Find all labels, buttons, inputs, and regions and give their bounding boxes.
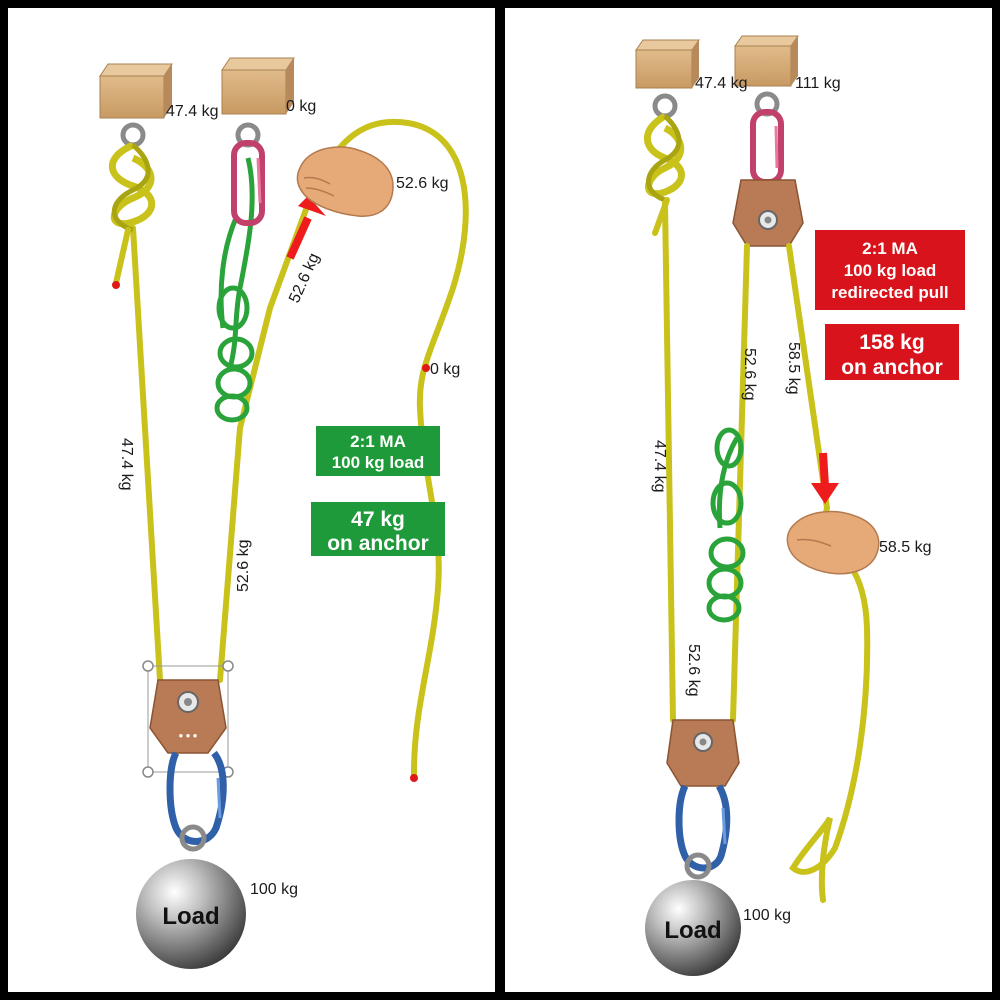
anchor-ring-left — [652, 93, 678, 119]
info-box-ma-line3: redirected pull — [831, 283, 948, 302]
middle-strand-lower-label: 52.6 kg — [685, 644, 702, 696]
info-box-anchor-line2: on anchor — [327, 532, 429, 555]
load-text: Load — [162, 903, 219, 930]
pink-carabiner — [231, 140, 265, 226]
pull-force-label: 58.5 kg — [879, 539, 931, 556]
right-panel-redirected-2-to-1: Load 47.4 kg 111 kg 47.4 kg 52.6 kg 52.6… — [505, 8, 992, 992]
pull-arrow — [286, 196, 326, 260]
info-box-anchor: 158 kg on anchor — [825, 324, 959, 380]
arrow-force-label: 52.6 kg — [286, 251, 323, 306]
rope-haul-tail — [305, 118, 469, 781]
anchor-right-load-label: 111 kg — [795, 75, 841, 92]
hand-pulling — [786, 510, 880, 575]
load-text: Load — [664, 917, 721, 944]
anchor-right-load-label: 0 kg — [286, 98, 316, 115]
pink-carabiner — [750, 109, 784, 185]
left-panel-basic-2-to-1: ● ● ● Load 47.4 kg 0 kg 52.6 kg 52.6 kg — [8, 8, 495, 992]
rope-end-marker — [410, 774, 418, 782]
info-box-anchor-line2: on anchor — [841, 356, 943, 379]
load-ring — [684, 852, 712, 880]
anchor-block-left — [99, 63, 173, 119]
rope-right-strand — [217, 201, 311, 683]
rope-marker-mid — [422, 364, 430, 372]
info-box-ma-line2: 100 kg load — [844, 261, 937, 280]
pulley-redirect — [732, 179, 804, 247]
left-diagram: ● ● ● Load 47.4 kg 0 kg 52.6 kg 52.6 kg — [99, 57, 469, 969]
load-sphere — [136, 859, 246, 969]
load-sphere — [645, 880, 741, 976]
blue-carabiner — [166, 750, 227, 845]
load-mass-label: 100 kg — [743, 907, 791, 924]
blue-carabiner — [675, 784, 731, 872]
pulley-traveling: ● ● ● — [147, 665, 229, 773]
redirect-strand-load-label: 58.5 kg — [785, 342, 802, 394]
anchor-left-load-label: 47.4 kg — [695, 75, 747, 92]
info-box-anchor: 47 kg on anchor — [311, 502, 445, 556]
anchor-ring-left — [120, 122, 146, 148]
load-ring — [179, 824, 207, 852]
info-box-anchor-line1: 47 kg — [351, 508, 405, 531]
rope-left-strand — [662, 200, 676, 723]
green-prusik — [706, 427, 746, 623]
anchor-block-right — [221, 57, 295, 115]
pulley-traveling — [666, 719, 740, 787]
green-prusik — [214, 157, 255, 423]
right-diagram: Load 47.4 kg 111 kg 47.4 kg 52.6 kg 52.6… — [635, 35, 965, 976]
info-box-ma: 2:1 MA 100 kg load redirected pull — [815, 230, 965, 310]
rope-left-strand — [130, 225, 163, 683]
rope-haul-tail — [789, 540, 871, 903]
left-strand-load-label: 47.4 kg — [118, 438, 135, 490]
tail-load-label: 0 kg — [430, 361, 460, 378]
rope-middle-strand — [730, 243, 750, 723]
middle-strand-upper-label: 52.6 kg — [741, 348, 758, 400]
info-box-ma: 2:1 MA 100 kg load — [316, 426, 440, 476]
info-box-ma-line2: 100 kg load — [332, 453, 425, 472]
info-box-anchor-line1: 158 kg — [859, 331, 924, 354]
anchor-block-right — [734, 35, 799, 87]
hand-pulling — [296, 146, 394, 217]
info-box-ma-line1: 2:1 MA — [862, 239, 918, 258]
figure-eight-knot — [108, 141, 156, 289]
left-strand-load-label: 47.4 kg — [651, 440, 668, 492]
right-strand-load-label: 52.6 kg — [235, 540, 252, 592]
svg-text:● ● ●: ● ● ● — [179, 731, 198, 740]
load-mass-label: 100 kg — [250, 881, 298, 898]
pull-arrow — [811, 452, 839, 504]
pull-force-label: 52.6 kg — [396, 175, 448, 192]
anchor-left-load-label: 47.4 kg — [166, 103, 218, 120]
info-box-ma-line1: 2:1 MA — [350, 432, 406, 451]
anchor-block-left — [635, 39, 700, 89]
